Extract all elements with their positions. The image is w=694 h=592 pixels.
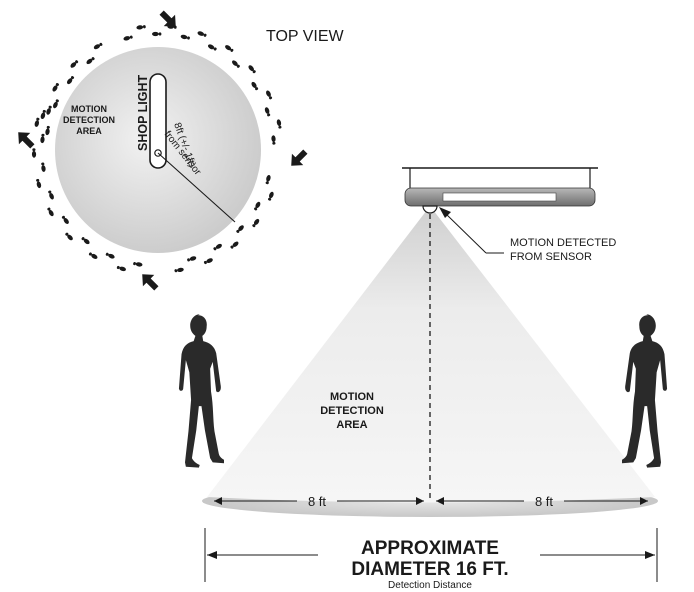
footprint-icon [88,251,99,260]
footprint-icon [64,231,74,242]
footprint-icon [230,59,241,69]
footprint-icon [229,240,240,250]
radius-label-left: 8 ft [308,494,326,509]
footprint-icon [276,118,283,130]
footprint-icon [265,89,274,101]
footprint-icon [247,64,257,75]
footprint-icon [51,82,60,93]
arrow-icon-bottom [142,274,159,291]
footprint-icon [69,59,80,69]
footprint-icon [250,80,260,92]
footprint-icon [39,109,47,120]
footprint-icon [105,251,116,260]
footprint-icon [40,133,46,144]
footprint-icon [85,56,96,66]
person-silhouette-icon-left [178,314,224,468]
footprint-icon [271,135,277,145]
top-view-title: TOP VIEW [266,28,345,45]
footprint-icon [174,267,185,274]
footprint-icon [123,34,134,42]
footprint-icon [80,236,91,246]
side-detection-area-l1: MOTION [330,391,374,403]
footprint-icon [45,105,53,116]
footprint-icon [151,31,162,37]
detection-cone [207,206,655,503]
footprint-icon [35,178,42,189]
top-detection-area-l1: MOTION [71,104,107,114]
footprint-icon [46,206,55,218]
footprint-icon [44,125,51,136]
arrow-icon-left [18,132,35,149]
footprint-icon [31,148,37,158]
radius-dimension-left [214,497,424,505]
footprint-icon [132,261,143,268]
top-view-radius-line [157,152,236,223]
diameter-label-line2: DIAMETER 16 FT. [351,559,508,580]
diameter-sublabel: Detection Distance [388,580,472,591]
sensor-callout-line2: FROM SENSOR [510,251,592,263]
top-view: TOP VIEW SHOP LIGHT 8ft (+/- 1ft) from s… [18,10,345,291]
sensor-callout [439,207,504,254]
footprint-icon [34,117,41,128]
footprint-icon [180,34,191,41]
footprint-icon [40,162,47,173]
footprint-icon [267,191,275,202]
arrow-icon-right [291,149,308,166]
radius-label-right: 8 ft [535,494,553,509]
footprint-icon [65,75,76,86]
footprint-icon [253,200,262,212]
footprint-icon [196,30,208,38]
footprint-icon [212,242,223,252]
top-detection-area-l3: AREA [76,126,102,136]
side-detection-area-l3: AREA [336,419,367,431]
side-detection-area-l2: DETECTION [320,405,384,417]
motion-sensor-icon [422,205,438,214]
top-view-shop-light [149,73,167,169]
footprint-icon [264,174,272,185]
footprint-icon [116,265,127,272]
footprint-icon [92,41,104,51]
footprint-icon [224,44,235,53]
person-silhouette-icon-right [622,314,668,468]
footprint-icon [203,257,214,265]
arrow-icon-top [159,10,176,27]
footprint-icon [60,214,70,225]
shop-light-label: SHOP LIGHT [136,74,150,151]
footprint-icon [251,217,261,229]
shop-light-fixture-icon [404,187,596,207]
footprint-icon [235,224,245,234]
top-detection-area-l2: DETECTION [63,115,115,125]
sensor-callout-line1: MOTION DETECTED [510,237,616,249]
radius-dimension-right [436,497,648,505]
footprint-icon [47,189,55,201]
diameter-label-line1: APPROXIMATE [361,538,499,559]
footprint-icon [52,98,60,109]
footprint-icon [207,43,218,52]
footprint-icon [186,255,197,263]
footprint-icon [136,24,147,30]
diameter-dimension [204,528,658,582]
side-view: MOTION DETECTED FROM SENSOR MOTION DETEC… [178,167,668,591]
footprint-icon [263,106,272,117]
